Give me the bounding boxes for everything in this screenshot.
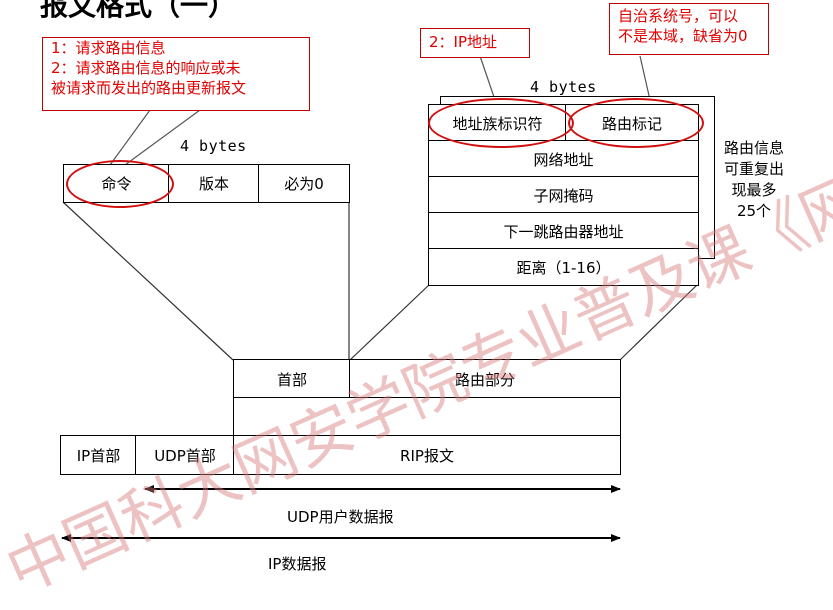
command-callout-line-3: 被请求而发出的路由更新报文 — [51, 79, 247, 97]
address-family-field: 地址族标识符 — [428, 104, 567, 142]
command-field: 命令 — [63, 164, 170, 203]
rip-route-section: 路由部分 — [349, 359, 621, 399]
route-tag-field: 路由标记 — [565, 104, 699, 142]
rip-expansion-body — [233, 397, 621, 437]
udp-datagram-label: UDP用户数据报 — [287, 508, 394, 526]
route-repeat-note-line-4: 25个 — [736, 202, 772, 220]
command-callout: 1：请求路由信息 2：请求路由信息的响应或未 被请求而发出的路由更新报文 — [42, 37, 310, 111]
ip-address-callout: 2：IP地址 — [420, 28, 530, 58]
header-bytes-label: 4 bytes — [180, 137, 247, 155]
ip-datagram-label: IP数据报 — [268, 555, 327, 573]
route-repeat-note-line-1: 路由信息 — [723, 139, 784, 157]
route-bytes-label: 4 bytes — [530, 78, 597, 96]
route-repeat-note-line-2: 可重复出 — [723, 160, 784, 178]
route-tag-callout: 自治系统号，可以 不是本域，缺省为0 — [609, 3, 769, 55]
command-callout-line-1: 1：请求路由信息 — [51, 39, 166, 57]
route-tag-callout-line-2: 不是本域，缺省为0 — [618, 27, 748, 45]
version-field: 版本 — [168, 164, 260, 203]
rip-message-cell: RIP报文 — [233, 435, 621, 475]
next-hop-field: 下一跳路由器地址 — [428, 212, 699, 250]
command-callout-line-2: 2：请求路由信息的响应或未 — [51, 59, 241, 77]
distance-field: 距离（1-16） — [428, 248, 699, 286]
must-be-zero-field: 必为0 — [258, 164, 350, 203]
subnet-mask-field: 子网掩码 — [428, 176, 699, 214]
page-title: 报文格式（一） — [40, 0, 237, 22]
ip-header-cell: IP首部 — [60, 435, 137, 475]
network-address-field: 网络地址 — [428, 140, 699, 178]
udp-header-cell: UDP首部 — [135, 435, 235, 475]
connector-lines — [61, 55, 699, 542]
route-repeat-note-line-3: 现最多 — [731, 181, 777, 199]
route-tag-callout-line-1: 自治系统号，可以 — [618, 7, 739, 25]
route-repeat-note: 路由信息 可重复出 现最多 25个 — [721, 138, 787, 222]
rip-header-section: 首部 — [233, 359, 351, 399]
